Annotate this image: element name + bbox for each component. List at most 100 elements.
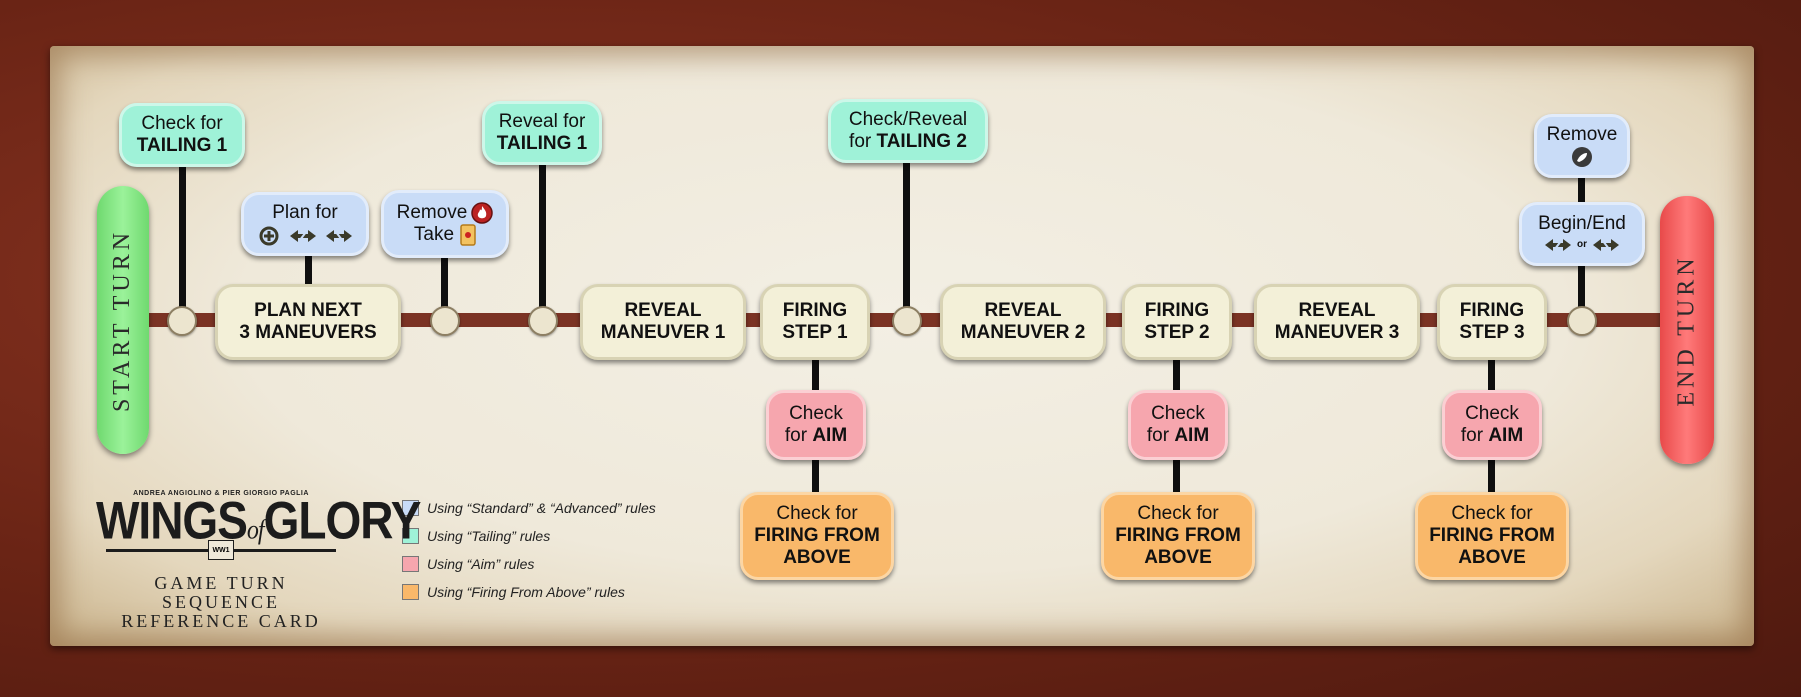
aim-check-3: Check for AIM xyxy=(1442,390,1542,460)
logo-wings: WINGS xyxy=(96,490,248,550)
aim-bold: AIM xyxy=(1174,425,1210,446)
ffa-line-bold: FIRING FROM xyxy=(754,525,880,547)
step-reveal-maneuver-1: REVEAL MANEUVER 1 xyxy=(580,284,746,360)
fire-token-icon xyxy=(471,202,494,224)
std-line: Remove xyxy=(397,202,494,224)
legend-swatch xyxy=(402,500,419,516)
or-label: or xyxy=(1577,239,1587,251)
aim-prefix: for xyxy=(784,425,813,446)
step-line: 3 MANEUVERS xyxy=(239,322,377,343)
legend-swatch xyxy=(402,528,419,544)
legend-label: Using “Standard” & “Advanced” rules xyxy=(427,500,656,516)
legend-label: Using “Firing From Above” rules xyxy=(427,584,625,600)
end-turn-label: END TURN xyxy=(1673,253,1700,407)
connector-begin-end xyxy=(1578,260,1585,320)
step-reveal-maneuver-2: REVEAL MANEUVER 2 xyxy=(940,284,1106,360)
step-line: REVEAL xyxy=(984,300,1062,322)
ffa-check-1: Check for FIRING FROM ABOVE xyxy=(740,492,894,580)
legend-item-standard: Using “Standard” & “Advanced” rules xyxy=(402,500,656,516)
smoke-token-icon xyxy=(1572,146,1592,167)
logo-title: WINGSofGLORY xyxy=(96,494,421,547)
timeline-dot xyxy=(430,306,460,336)
start-turn-bar: START TURN xyxy=(97,186,149,454)
step-line: PLAN NEXT xyxy=(254,300,362,322)
connector-remove-token xyxy=(1578,172,1585,202)
connector-tailing2 xyxy=(903,158,910,318)
legend-swatch xyxy=(402,584,419,600)
ffa-line-bold: FIRING FROM xyxy=(1429,525,1555,547)
split-s-maneuver-icon xyxy=(326,229,352,242)
logo-subtitle-1: GAME TURN SEQUENCE xyxy=(154,573,288,612)
aim-line: for AIM xyxy=(1461,425,1523,447)
connector-tailing1 xyxy=(179,160,186,320)
tail-line: Check/Reveal xyxy=(848,109,968,131)
split-s-maneuver-icon xyxy=(1593,238,1619,251)
aim-bold: AIM xyxy=(812,425,848,446)
aim-check-1: Check for AIM xyxy=(766,390,866,460)
tail-line: Check for xyxy=(141,113,223,135)
maneuver-icons: or xyxy=(1543,235,1621,255)
tail-line-bold: TAILING 2 xyxy=(876,131,967,152)
timeline-dot xyxy=(1567,306,1597,336)
step-firing-3: FIRING STEP 3 xyxy=(1437,284,1547,360)
start-turn-label: START TURN xyxy=(109,228,136,412)
step-line: MANEUVER 2 xyxy=(960,322,1086,343)
logo-banner: WW1 xyxy=(106,540,336,570)
ffa-check-2: Check for FIRING FROM ABOVE xyxy=(1101,492,1255,580)
tail-prefix: for xyxy=(849,131,877,152)
std-line: Plan for xyxy=(272,202,338,224)
step-firing-2: FIRING STEP 2 xyxy=(1122,284,1232,360)
remove-label: Remove xyxy=(396,202,468,224)
tailing-reveal-1: Reveal for TAILING 1 xyxy=(482,101,602,165)
tail-line: for TAILING 2 xyxy=(849,131,967,153)
wings-of-glory-logo: ANDREA ANGIOLINO & PIER GIORGIO PAGLIA W… xyxy=(96,490,421,631)
step-line: STEP 1 xyxy=(782,322,848,343)
legend-item-aim: Using “Aim” rules xyxy=(402,556,534,572)
step-line: MANEUVER 1 xyxy=(600,322,726,343)
aim-bold: AIM xyxy=(1488,425,1524,446)
ffa-line-bold: ABOVE xyxy=(1144,546,1212,568)
step-firing-1: FIRING STEP 1 xyxy=(760,284,870,360)
aim-prefix: for xyxy=(1146,425,1175,446)
maneuver-icons xyxy=(256,226,354,246)
legend-label: Using “Aim” rules xyxy=(427,556,535,572)
connector-remove xyxy=(441,252,448,320)
std-line: Remove xyxy=(1546,124,1618,146)
tail-line-bold: TAILING 1 xyxy=(496,133,588,154)
ffa-line: Check for xyxy=(1451,503,1533,525)
step-line: FIRING xyxy=(782,300,848,322)
ffa-line-bold: ABOVE xyxy=(1458,546,1526,568)
step-line: FIRING xyxy=(1459,300,1525,322)
step-line: MANEUVER 3 xyxy=(1274,322,1400,343)
timeline-dot xyxy=(892,306,922,336)
step-line: FIRING xyxy=(1144,300,1210,322)
standard-remove-take: Remove Take xyxy=(381,190,509,258)
end-turn-bar: END TURN xyxy=(1660,196,1714,464)
step-reveal-maneuver-3: REVEAL MANEUVER 3 xyxy=(1254,284,1420,360)
aim-line: for AIM xyxy=(785,425,847,447)
standard-begin-end: Begin/End or xyxy=(1519,202,1645,266)
connector-plan xyxy=(305,250,312,285)
damage-card-icon xyxy=(460,224,476,246)
connector-reveal-tailing1 xyxy=(539,160,546,320)
std-line: Take xyxy=(414,224,476,246)
legend-swatch xyxy=(402,556,419,572)
ffa-line-bold: ABOVE xyxy=(783,546,851,568)
legend-label: Using “Tailing” rules xyxy=(427,528,551,544)
timeline-dot xyxy=(167,306,197,336)
step-line: STEP 3 xyxy=(1459,322,1525,343)
immelmann-maneuver-icon xyxy=(290,229,316,242)
step-line: REVEAL xyxy=(624,300,702,322)
aim-prefix: for xyxy=(1460,425,1489,446)
ffa-line: Check for xyxy=(1137,503,1219,525)
logo-badge: WW1 xyxy=(208,540,234,560)
tailing-check-1: Check for TAILING 1 xyxy=(119,103,245,167)
tailing-check-reveal-2: Check/Reveal for TAILING 2 xyxy=(828,99,988,163)
legend-item-ffa: Using “Firing From Above” rules xyxy=(402,584,625,600)
logo-of: of xyxy=(246,515,265,546)
tail-line: Reveal for xyxy=(498,111,586,133)
aim-line: for AIM xyxy=(1147,425,1209,447)
aim-check-2: Check for AIM xyxy=(1128,390,1228,460)
logo-authors: ANDREA ANGIOLINO & PIER GIORGIO PAGLIA xyxy=(133,490,309,497)
std-line: Begin/End xyxy=(1538,213,1626,235)
